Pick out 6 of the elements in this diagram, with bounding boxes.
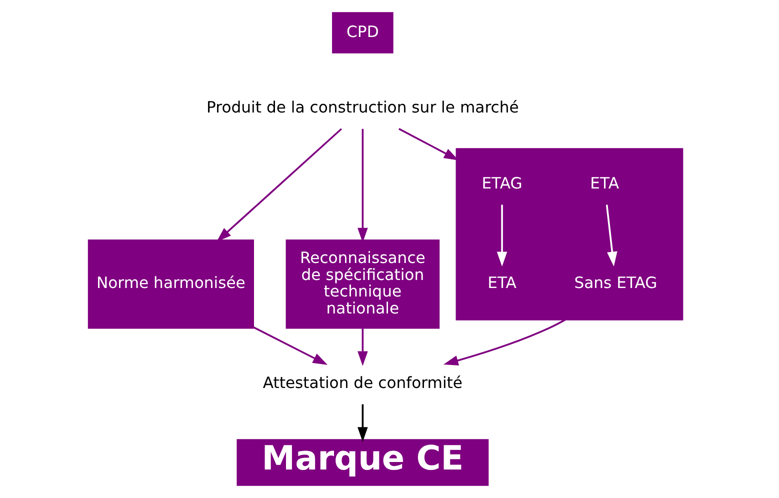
- node-text: ETA: [590, 174, 619, 192]
- node-text: Sans ETAG: [574, 274, 657, 292]
- node-text: Attestation de conformité: [262, 374, 462, 392]
- node-text: ETA: [487, 274, 516, 292]
- node-text: Produit de la construction sur le marché: [206, 98, 518, 117]
- node-text: ETAG: [481, 174, 522, 192]
